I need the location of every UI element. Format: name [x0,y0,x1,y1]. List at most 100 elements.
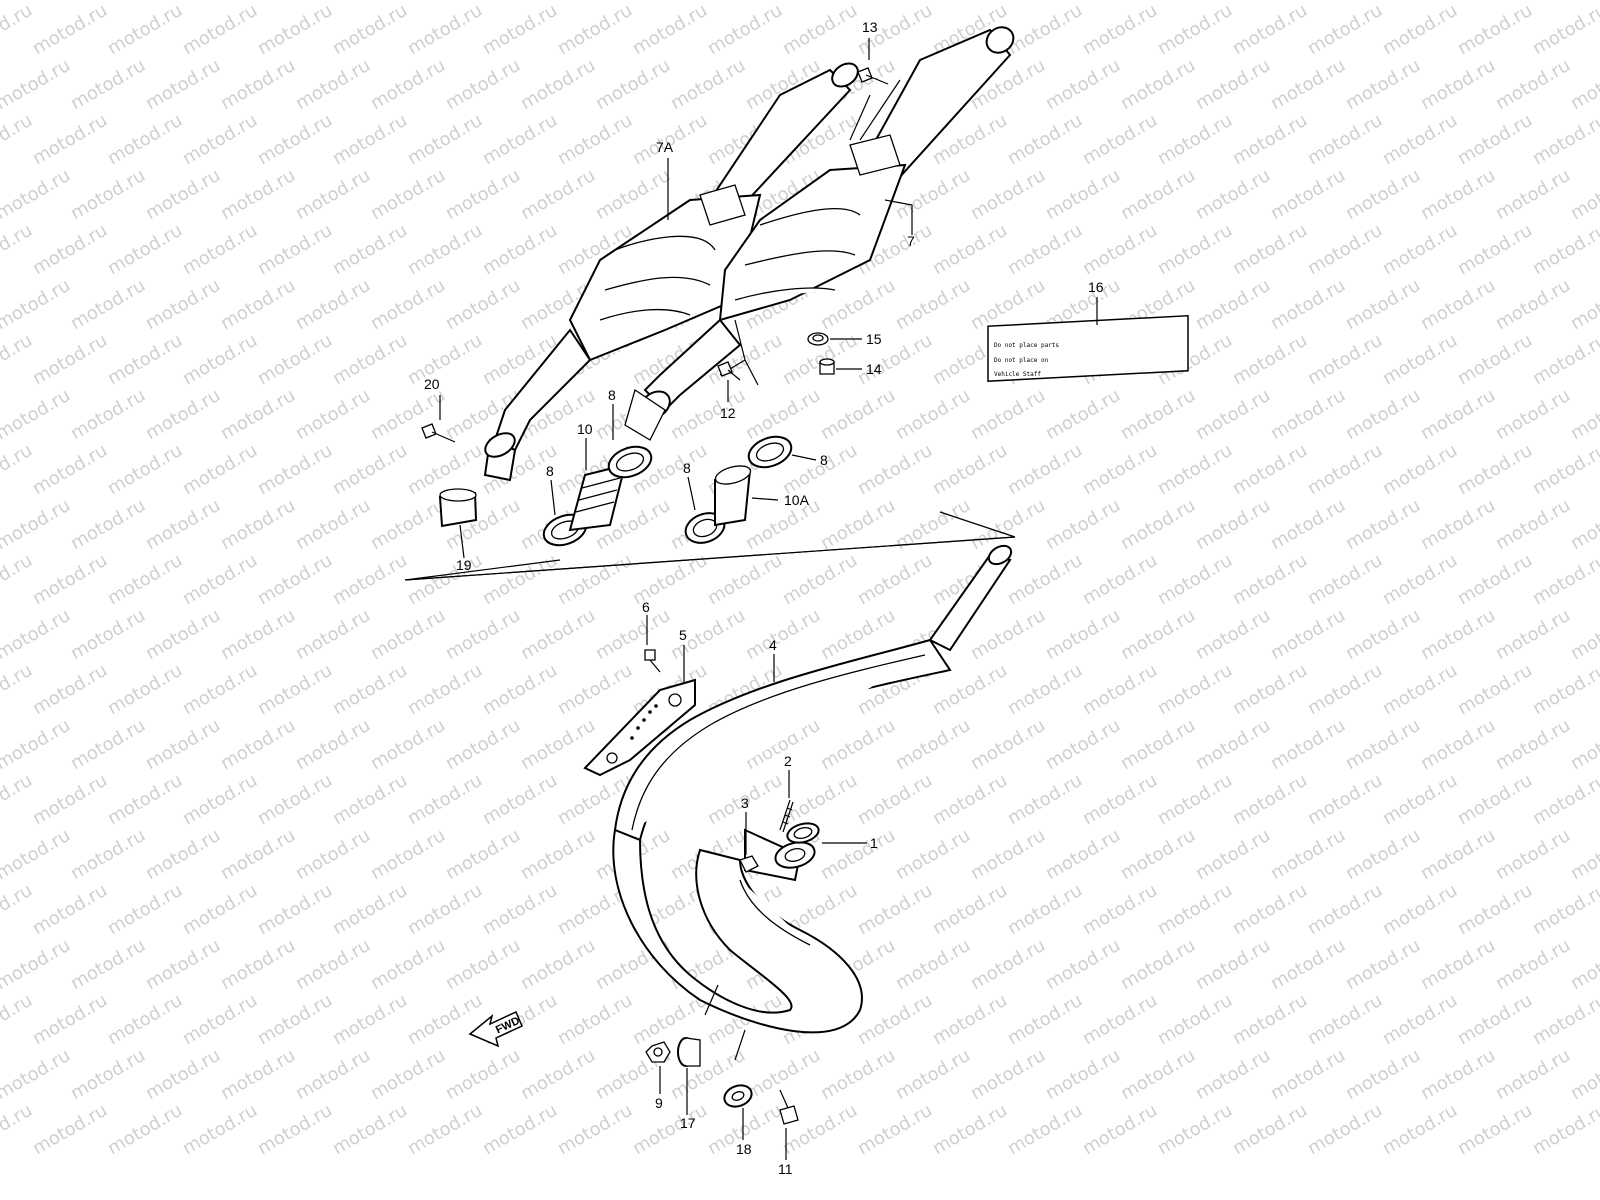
watermark-text: motod.ru [217,495,299,554]
bolt-16[interactable] [819,358,835,375]
watermark-text: motod.ru [967,935,1049,994]
watermark-text: motod.ru [929,220,1011,279]
label-4: 4 [769,637,777,653]
nut-9[interactable] [645,1041,671,1063]
bolt-20[interactable] [421,423,456,443]
watermark-text: motod.ru [1229,440,1311,499]
watermark-text: motod.ru [0,330,36,389]
watermark-text: motod.ru [0,440,36,499]
watermark-text: motod.ru [254,880,336,939]
muffler-7[interactable] [624,22,1018,441]
bolt-13[interactable] [857,67,889,85]
watermark-text: motod.ru [67,495,149,554]
watermark-text: motod.ru [854,550,936,609]
watermark-text: motod.ru [1529,550,1600,609]
clamp-8d[interactable] [745,431,796,472]
watermark-text: motod.ru [1079,220,1161,279]
warning-label-18[interactable]: Do not place parts Do not place on Vehic… [987,314,1189,383]
watermark-text: motod.ru [217,825,299,884]
watermark-text: motod.ru [854,1100,936,1159]
watermark-text: motod.ru [1117,1045,1199,1104]
washer-17[interactable] [807,332,829,346]
bolt-11[interactable] [779,1089,799,1125]
heat-guard-5[interactable] [583,678,696,777]
watermark-text: motod.ru [367,385,449,444]
watermark-text: motod.ru [367,935,449,994]
watermark-text: motod.ru [142,715,224,774]
watermark-text: motod.ru [0,605,74,664]
watermark-text: motod.ru [254,440,336,499]
watermark-text: motod.ru [292,935,374,994]
watermark-text: motod.ru [517,0,599,4]
watermark-text: motod.ru [1567,605,1600,664]
watermark-text: motod.ru [929,770,1011,829]
bushing-19[interactable] [438,488,478,528]
watermark-text: motod.ru [1042,935,1124,994]
exhaust-pipe-4[interactable] [612,542,1014,1034]
watermark-text: motod.ru [1229,220,1311,279]
watermark-text: motod.ru [442,825,524,884]
watermark-text: motod.ru [1042,0,1124,4]
watermark-text: motod.ru [0,55,74,114]
nut-3[interactable] [739,855,759,873]
watermark-text: motod.ru [29,880,111,939]
collar-14[interactable] [677,1037,701,1067]
watermark-text: motod.ru [1492,825,1574,884]
label-14: 17 [680,1115,696,1131]
watermark-text: motod.ru [29,1100,111,1159]
watermark-text: motod.ru [442,715,524,774]
watermark-text: motod.ru [1267,715,1349,774]
clamp-8b[interactable] [605,441,656,482]
muffler-7a[interactable] [481,59,862,482]
watermark-text: motod.ru [404,1100,486,1159]
watermark-text: motod.ru [1304,880,1386,939]
gasket-1[interactable] [785,820,821,846]
label-13: 13 [862,19,878,35]
watermark-text: motod.ru [1342,165,1424,224]
watermark-text: motod.ru [479,770,561,829]
watermark-text: motod.ru [892,275,974,334]
watermark-text: motod.ru [1192,275,1274,334]
watermark-text: motod.ru [404,990,486,1049]
gasket-10a[interactable] [714,463,753,527]
watermark-text: motod.ru [1117,605,1199,664]
watermark-text: motod.ru [1567,715,1600,774]
watermark-text: motod.ru [1379,550,1461,609]
watermark-text: motod.ru [667,0,749,4]
watermark-text: motod.ru [442,1045,524,1104]
watermark-text: motod.ru [1192,1045,1274,1104]
watermark-text: motod.ru [967,825,1049,884]
label-2: 2 [784,753,792,769]
watermark-text: motod.ru [254,1100,336,1159]
watermark-text: motod.ru [517,165,599,224]
watermark-text: motod.ru [929,1100,1011,1159]
watermark-text: motod.ru [854,770,936,829]
watermark-text: motod.ru [1042,605,1124,664]
watermark-text: motod.ru [1117,825,1199,884]
watermark-text: motod.ru [29,220,111,279]
stud-bolt-2[interactable] [779,799,794,833]
watermark-text: motod.ru [217,385,299,444]
watermark-text: motod.ru [554,1100,636,1159]
watermark-text: motod.ru [1304,550,1386,609]
watermark-text: motod.ru [254,550,336,609]
watermark-text: motod.ru [1267,275,1349,334]
watermark-text: motod.ru [1492,0,1574,4]
watermark-text: motod.ru [1004,1100,1086,1159]
watermark-text: motod.ru [1267,495,1349,554]
watermark-text: motod.ru [442,935,524,994]
screw-6[interactable] [644,649,661,673]
watermark-text: motod.ru [779,770,861,829]
bolt-12[interactable] [717,361,741,381]
watermark-text: motod.ru [329,770,411,829]
damper-15[interactable] [721,1082,754,1110]
watermark-text: motod.ru [1417,0,1499,4]
watermark-text: motod.ru [554,660,636,719]
watermark-text: motod.ru [1267,935,1349,994]
watermark-text: motod.ru [1004,0,1086,59]
watermark-text: motod.ru [67,275,149,334]
watermark-text: motod.ru [1492,495,1574,554]
watermark-text: motod.ru [67,715,149,774]
watermark-text: motod.ru [1567,165,1600,224]
watermark-text: motod.ru [742,0,824,4]
